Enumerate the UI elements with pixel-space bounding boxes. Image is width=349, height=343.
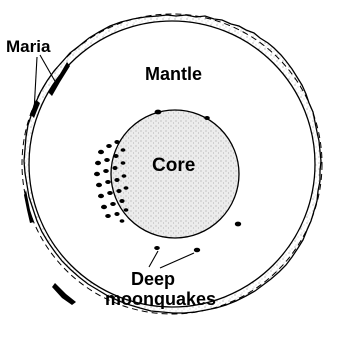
moonquake-dot — [155, 110, 162, 115]
moonquake-dot — [114, 140, 119, 144]
deep-label: Deep — [131, 269, 175, 289]
mantle-label: Mantle — [145, 64, 202, 84]
moonquake-dot — [154, 246, 160, 250]
moonquake-dot — [112, 166, 117, 170]
moonquake-dot — [103, 169, 109, 173]
moonquake-dot — [114, 212, 119, 216]
moonquake-dot — [94, 172, 100, 176]
moonquakes-label: moonquakes — [105, 289, 216, 309]
moonquake-dot — [121, 161, 126, 165]
moonquake-dot — [204, 116, 210, 120]
moonquake-dot — [124, 186, 129, 190]
moonquake-dot — [98, 194, 104, 198]
moonquake-dot — [114, 178, 119, 182]
moonquake-dot — [113, 154, 118, 158]
maria-patch — [52, 283, 76, 305]
moonquake-dot — [116, 189, 121, 193]
moonquake-dot — [121, 148, 126, 152]
moonquake-dot — [110, 202, 116, 206]
moonquake-dot — [105, 214, 111, 218]
moonquake-dot — [194, 248, 200, 253]
moonquake-dot — [120, 219, 125, 223]
moonquake-dot — [119, 199, 124, 203]
moonquake-dot — [106, 144, 112, 148]
moonquake-dot — [95, 161, 101, 165]
moonquake-dot — [235, 222, 241, 227]
core-label: Core — [152, 155, 195, 176]
moonquake-dot — [98, 150, 104, 154]
moonquake-dot — [122, 174, 127, 178]
maria-label: Maria — [6, 37, 51, 56]
moonquake-dot — [104, 158, 110, 162]
moonquake-dot — [96, 183, 102, 187]
moonquake-dot — [105, 180, 111, 184]
moonquake-dot — [107, 191, 113, 195]
moonquake-dot — [124, 208, 129, 212]
moonquake-dot — [101, 205, 107, 209]
